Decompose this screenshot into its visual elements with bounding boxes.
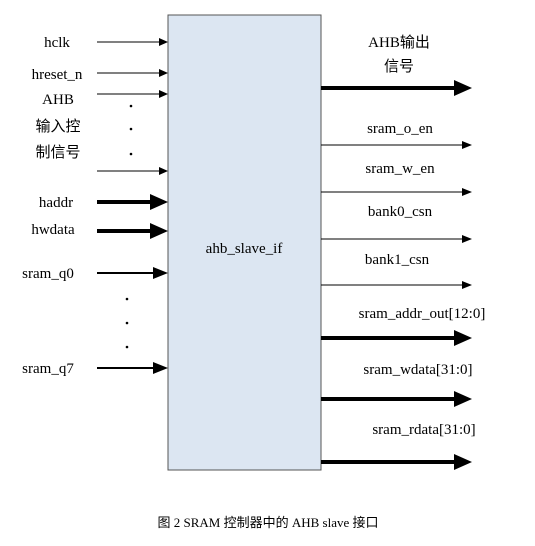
label-hclk: hclk (44, 35, 70, 51)
input-arrows (97, 38, 168, 374)
label-hwdata: hwdata (31, 222, 75, 238)
label-bank0-csn: bank0_csn (368, 204, 433, 220)
label-ahb-out-line2: 信号 (384, 58, 414, 75)
label-ahb-in-line3: 制信号 (35, 144, 80, 161)
arrowhead-sram-addr-out (454, 330, 472, 346)
label-haddr: haddr (39, 195, 73, 211)
arrowhead-sram-o-en (462, 141, 472, 149)
arrowhead-sram-w-en (462, 188, 472, 196)
ellipsis-ahb-inputs (129, 104, 133, 156)
arrowhead-hwdata (150, 223, 168, 239)
label-hreset-n: hreset_n (32, 67, 83, 83)
label-sram-o-en: sram_o_en (367, 121, 433, 137)
module-name: ahb_slave_if (206, 241, 283, 257)
arrowhead-bank0-csn (462, 235, 472, 243)
arrowhead-ahb-in-1 (159, 90, 168, 98)
label-sram-q7: sram_q7 (22, 361, 74, 377)
figure-caption: 图 2 SRAM 控制器中的 AHB slave 接口 (157, 515, 378, 530)
label-sram-addr-out: sram_addr_out[12:0] (359, 306, 486, 322)
label-ahb-out-line1: AHB输出 (368, 34, 430, 51)
label-ahb-in-line2: 输入控 (35, 118, 80, 135)
label-sram-rdata: sram_rdata[31:0] (372, 422, 475, 438)
label-bank1-csn: bank1_csn (365, 252, 430, 268)
output-arrows (321, 80, 472, 470)
arrowhead-haddr (150, 194, 168, 210)
arrowhead-sram-q0 (153, 267, 168, 279)
arrowhead-ahb-out (454, 80, 472, 96)
label-sram-w-en: sram_w_en (365, 161, 435, 177)
arrowhead-hreset-n (159, 69, 168, 77)
label-ahb-in-line1: AHB (42, 92, 74, 108)
label-sram-wdata: sram_wdata[31:0] (363, 362, 472, 378)
arrowhead-ahb-in-2 (159, 167, 168, 175)
ellipsis-sram-q (125, 297, 129, 349)
label-sram-q0: sram_q0 (22, 266, 74, 282)
arrowhead-bank1-csn (462, 281, 472, 289)
arrowhead-sram-q7 (153, 362, 168, 374)
module-box (167, 14, 322, 471)
arrowhead-sram-rdata (454, 454, 472, 470)
arrowhead-sram-wdata (454, 391, 472, 407)
arrowhead-hclk (159, 38, 168, 46)
